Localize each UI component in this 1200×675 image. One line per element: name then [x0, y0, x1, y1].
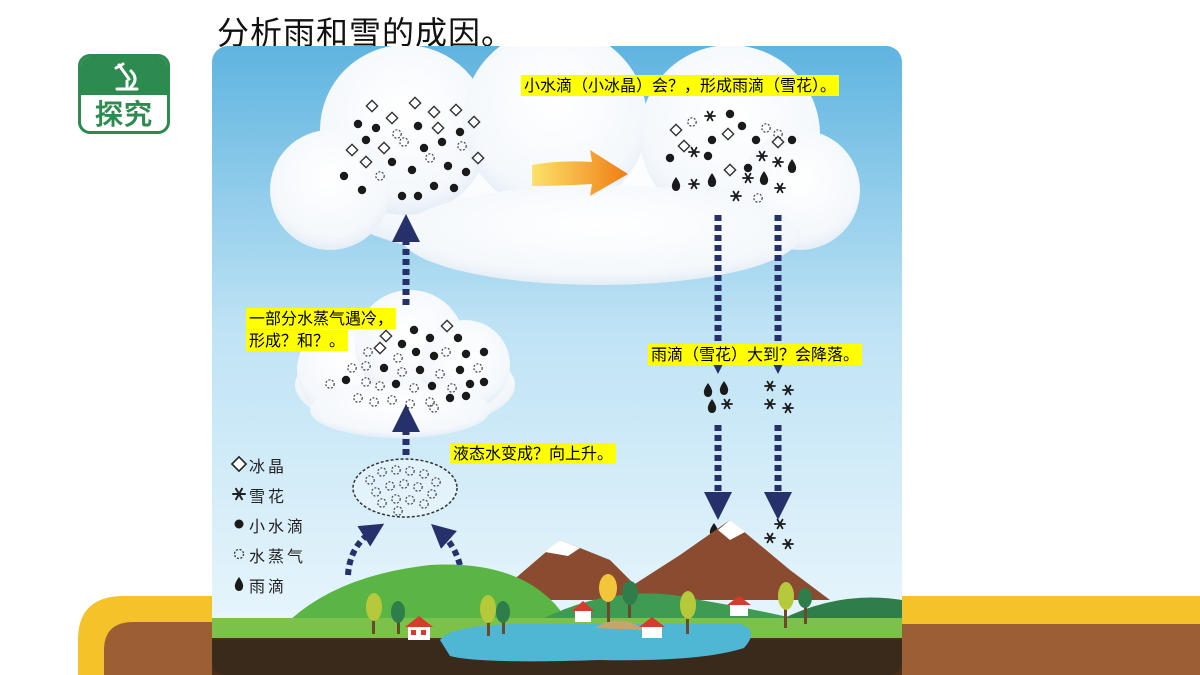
legend-item-ice-crystal: 冰晶: [229, 450, 339, 480]
label-right-mid: 雨滴（雪花）大到？会降落。: [648, 344, 863, 365]
houses: [405, 596, 751, 640]
water-droplet-icon: [234, 519, 244, 529]
microscope-icon: [114, 62, 139, 91]
legend-label: 水蒸气: [249, 547, 307, 566]
legend-label: 小水滴: [249, 517, 307, 536]
rain-snow-diagram: [212, 46, 902, 675]
legend-label: 雨滴: [249, 577, 288, 596]
snowflake-icon: [232, 487, 246, 501]
transition-arrow: [532, 150, 628, 196]
legend-label: 冰晶: [249, 457, 288, 476]
legend-item-snowflake: 雪花: [229, 480, 339, 510]
lake: [440, 624, 752, 662]
downward-arrows: [704, 215, 792, 520]
label-left-mid-line1: 一部分水蒸气遇冷，: [246, 308, 397, 329]
legend-label: 雪花: [249, 487, 288, 506]
water-vapor-icon: [233, 548, 245, 560]
legend-item-water-droplet: 小水滴: [229, 510, 339, 540]
label-bottom-mid: 液态水变成？向上升。: [450, 443, 617, 464]
raindrop-icon: [234, 577, 244, 591]
ice-crystal-icon: [230, 455, 248, 473]
trees: [366, 574, 812, 636]
explore-badge: 探究: [78, 54, 170, 134]
legend-item-raindrop: 雨滴: [229, 570, 339, 600]
legend-item-water-vapor: 水蒸气: [229, 540, 339, 570]
page-title: 分析雨和雪的成因。: [217, 14, 515, 52]
label-top-right: 小水滴（小冰晶）会？，形成雨滴（雪花）。: [521, 75, 840, 96]
label-left-mid-line2: 形成？和？。: [246, 330, 349, 351]
badge-label: 探究: [94, 98, 153, 131]
legend: 冰晶 雪花 小水滴 水蒸气 雨滴: [229, 450, 339, 600]
